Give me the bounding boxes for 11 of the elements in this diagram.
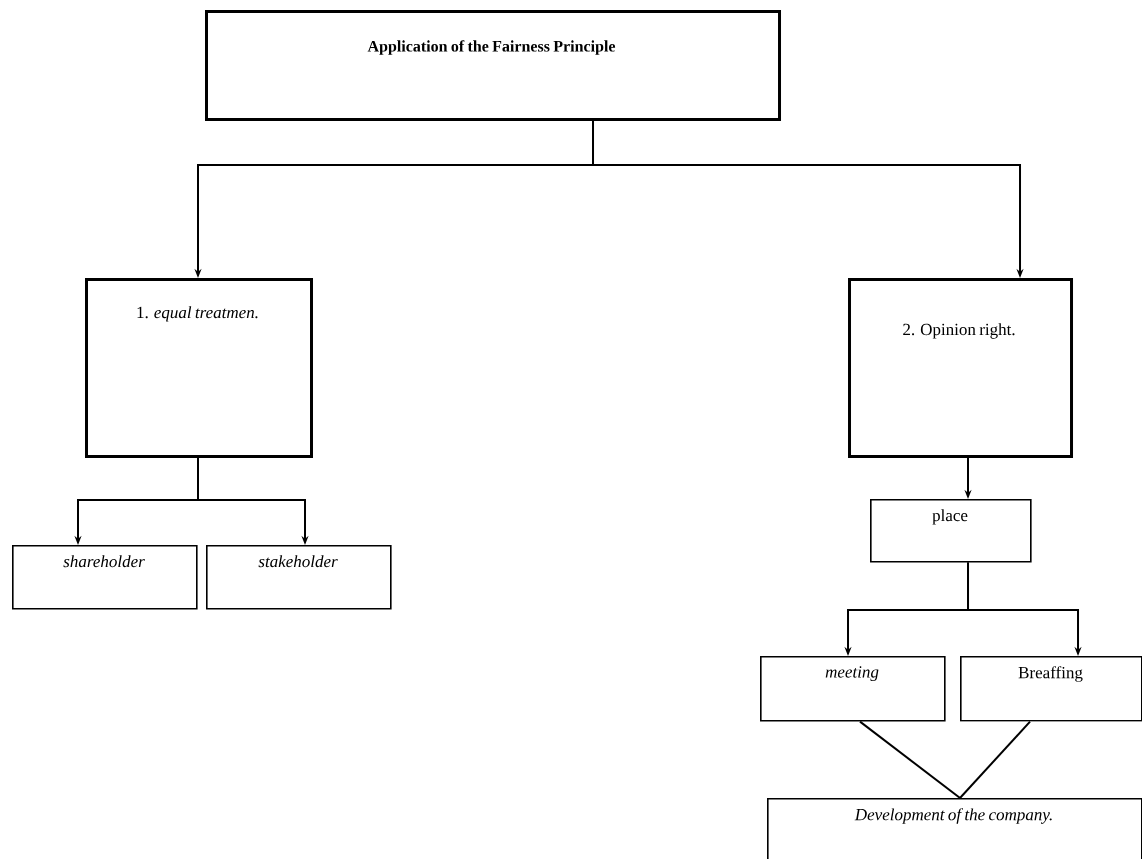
process-box: 1. equal treatmen.: [85, 278, 313, 458]
connector-line: [859, 720, 961, 799]
process-box: 2. Opinion right.: [848, 278, 1073, 458]
process-box: place: [870, 499, 1032, 563]
title-box: Application of the Fairness Principle: [205, 10, 781, 121]
connector-line: [959, 720, 1031, 799]
process-box: shareholder: [12, 545, 198, 610]
process-box: Development of the company.: [767, 798, 1142, 859]
process-box: Breaffing: [960, 656, 1142, 722]
process-box: stakeholder: [206, 545, 392, 610]
process-box: meeting: [760, 656, 946, 722]
